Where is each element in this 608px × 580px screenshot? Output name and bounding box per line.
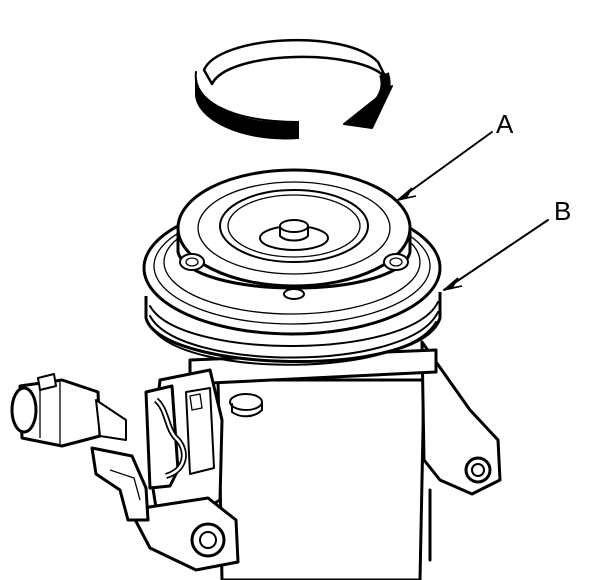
callout-a: A — [397, 109, 514, 201]
callout-label-b: B — [554, 196, 571, 226]
connector-harness — [10, 373, 215, 522]
callout-label-a: A — [496, 109, 514, 139]
rivet-icon — [283, 288, 305, 300]
rivet-icon — [383, 253, 409, 271]
armature-plate — [176, 168, 412, 300]
rotation-arrow-icon — [194, 38, 393, 140]
callout-b: B — [443, 196, 571, 291]
compressor-body — [128, 340, 502, 580]
rivet-icon — [179, 253, 205, 271]
